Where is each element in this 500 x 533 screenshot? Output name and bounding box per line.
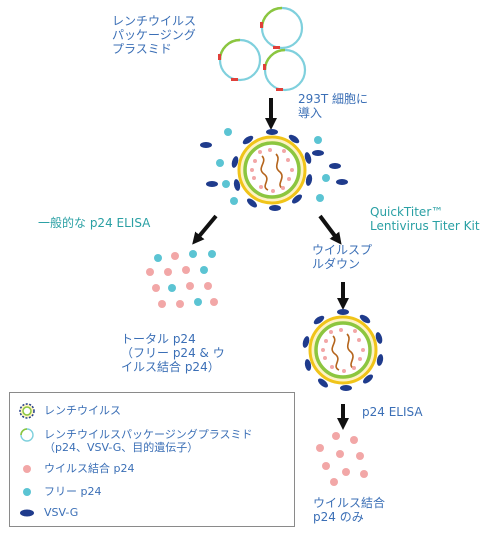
p24-elisa-label: p24 ELISA bbox=[362, 405, 423, 419]
lentivirus-icon bbox=[19, 403, 35, 419]
bound-p24-cluster bbox=[316, 432, 368, 486]
legend: レンチウイルス レンチウイルスパッケージングプラスミド （p24、VSV-G、目… bbox=[9, 392, 295, 527]
vsvg-icon bbox=[20, 509, 34, 517]
lentivirus-icon bbox=[230, 129, 313, 211]
pulldown-virion bbox=[301, 309, 384, 391]
total-p24-label: トータル p24 （フリー p24 & ウ イルス結合 p24） bbox=[121, 332, 225, 374]
plasmid-icon bbox=[258, 6, 304, 51]
pulldown-label: ウイルスプ ルダウン bbox=[312, 243, 373, 271]
plasmid-icon bbox=[216, 38, 262, 83]
transfect-label: 293T 細胞に 導入 bbox=[298, 92, 369, 120]
plasmids-label: レンチウイルス パッケージング プラスミド bbox=[112, 14, 197, 56]
legend-label-free-p24: フリー p24 bbox=[44, 485, 102, 498]
pulldown-arrow bbox=[318, 214, 342, 245]
elisa-general-arrow bbox=[192, 214, 218, 245]
legend-label-lentivirus: レンチウイルス bbox=[44, 404, 121, 417]
legend-label-plasmid: レンチウイルスパッケージングプラスミド （p24、VSV-G、目的遺伝子） bbox=[44, 428, 253, 454]
elisa-general-label: 一般的な p24 ELISA bbox=[38, 216, 151, 230]
bound-only-label: ウイルス結合 p24 のみ bbox=[313, 496, 386, 524]
plasmid-icon bbox=[20, 428, 34, 442]
free-p24-icon bbox=[23, 488, 31, 496]
legend-label-bound-p24: ウイルス結合 p24 bbox=[44, 462, 135, 475]
legend-label-vsvg: VSV-G bbox=[44, 506, 79, 519]
total-p24-cluster bbox=[146, 250, 218, 308]
bound-p24-icon bbox=[23, 465, 31, 473]
kit-label: QuickTiter™ Lentivirus Titer Kit bbox=[370, 205, 480, 233]
plasmid-icon bbox=[261, 48, 307, 93]
